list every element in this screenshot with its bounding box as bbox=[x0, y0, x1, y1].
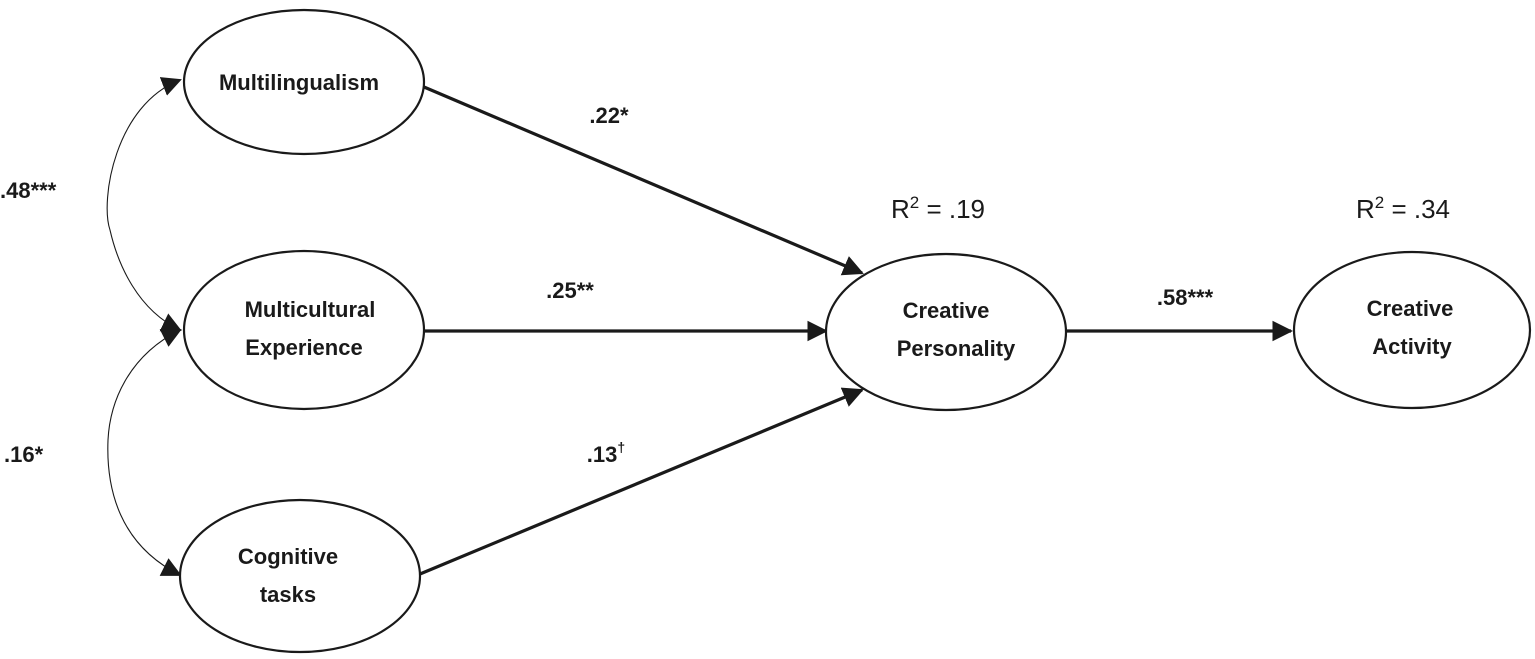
node-creative-personality: Creative Personality bbox=[824, 252, 1068, 412]
coef-multicultural-personality: .25** bbox=[546, 278, 594, 303]
r2-activity: R2 = .34 bbox=[1356, 193, 1450, 224]
r2-personality: R2 = .19 bbox=[891, 193, 985, 224]
path-arrow-cognitive-personality bbox=[419, 387, 864, 576]
node-activity-label-line2: Activity bbox=[1372, 334, 1452, 359]
corr-multilingualism-multicultural: .48*** bbox=[0, 178, 57, 203]
node-personality-label-line1: Creative bbox=[903, 298, 990, 323]
node-multicultural-label-line2: Experience bbox=[245, 335, 362, 360]
correlation-arrow-multicultural-cognitive bbox=[107, 329, 182, 576]
coef-personality-activity: .58*** bbox=[1157, 285, 1214, 310]
node-creative-activity: Creative Activity bbox=[1292, 250, 1532, 410]
node-cognitive-tasks: Cognitive tasks bbox=[178, 498, 422, 654]
node-activity-label-line1: Creative bbox=[1367, 296, 1454, 321]
node-multilingualism-label: Multilingualism bbox=[219, 70, 379, 95]
path-arrow-multilingualism-personality bbox=[423, 85, 864, 276]
node-cognitive-label-line1: Cognitive bbox=[238, 544, 338, 569]
node-multicultural-experience: Multicultural Experience bbox=[182, 249, 426, 411]
node-personality-label-line2: Personality bbox=[897, 336, 1016, 361]
node-multilingualism: Multilingualism bbox=[182, 8, 426, 156]
coef-cognitive-personality: .13† bbox=[587, 439, 625, 467]
node-multicultural-label-line1: Multicultural bbox=[245, 297, 376, 322]
coef-multilingualism-personality: .22* bbox=[589, 103, 629, 128]
correlation-arrow-multilingualism-multicultural bbox=[106, 77, 182, 332]
corr-multicultural-cognitive: .16* bbox=[4, 442, 44, 467]
node-cognitive-label-line2: tasks bbox=[260, 582, 316, 607]
